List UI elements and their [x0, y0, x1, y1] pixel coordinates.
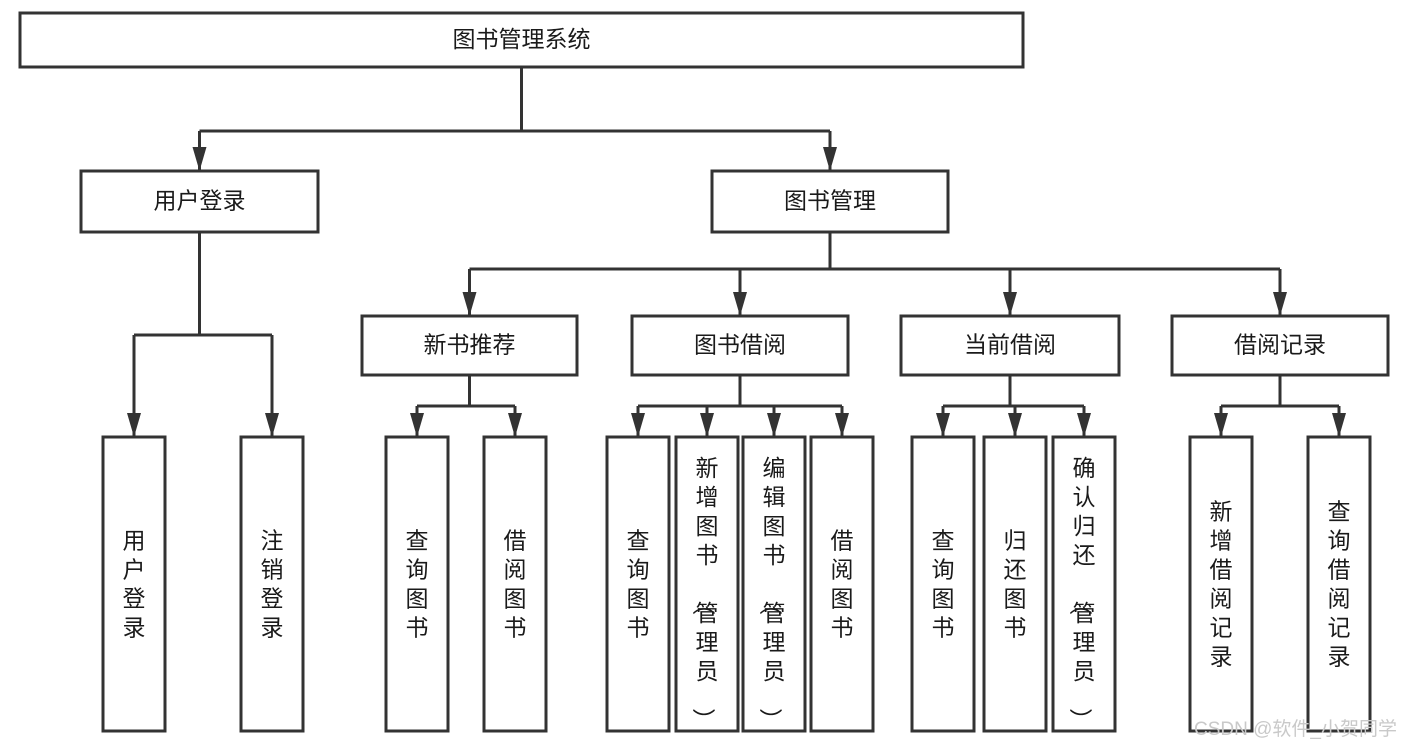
node-leaf-query-record[interactable]: 查询借阅记录	[1306, 435, 1372, 733]
node-leaf-user-login-box[interactable]	[101, 435, 167, 733]
node-current-borrow-box[interactable]	[899, 314, 1121, 377]
node-user-login[interactable]: 用户登录	[79, 169, 320, 234]
node-leaf-query-book-1-label: 查询图书	[406, 528, 429, 641]
node-leaf-return-book-box[interactable]	[982, 435, 1048, 733]
node-new-book-rec-box[interactable]	[360, 314, 579, 377]
node-user-login-box[interactable]	[79, 169, 320, 234]
node-leaf-query-book-2[interactable]: 查询图书	[605, 435, 671, 733]
node-leaf-user-login[interactable]: 用户登录	[101, 435, 167, 733]
edge-bookborrow-to-leaves-arrow-0	[631, 413, 645, 437]
node-leaf-edit-book[interactable]: 编辑图书（管理员）	[741, 435, 807, 733]
node-borrow-record-label: 借阅记录	[1234, 332, 1326, 358]
node-leaf-borrow-book-2-label: 借阅图书	[831, 528, 854, 641]
edge-bookborrow-to-leaves-arrow-2	[767, 413, 781, 437]
node-user-login-label: 用户登录	[154, 188, 246, 214]
node-current-borrow[interactable]: 当前借阅	[899, 314, 1121, 377]
node-leaf-query-record-label: 查询借阅记录	[1328, 499, 1351, 670]
node-leaf-borrow-book-1-box[interactable]	[482, 435, 548, 733]
edge-borrowrecord-to-leaves-arrow-1	[1332, 413, 1346, 437]
node-leaf-query-record-box[interactable]	[1306, 435, 1372, 733]
node-leaf-edit-book-label: 编辑图书（管理员）	[758, 455, 786, 731]
edge-root-to-level2-arrow-0	[192, 147, 207, 171]
node-borrow-record[interactable]: 借阅记录	[1170, 314, 1390, 377]
edge-currentborrow-to-leaves-arrow-0	[936, 413, 950, 437]
node-borrow-record-box[interactable]	[1170, 314, 1390, 377]
node-new-book-rec-label: 新书推荐	[424, 332, 516, 358]
edge-bookmanage-to-level3-arrow-3	[1273, 292, 1287, 316]
node-root-root-box[interactable]	[18, 11, 1025, 69]
node-leaf-logout-label: 注销登录	[261, 528, 284, 641]
node-leaf-borrow-book-2-box[interactable]	[809, 435, 875, 733]
edge-bookmanage-to-level3-arrow-1	[733, 292, 747, 316]
edge-newbook-to-leaves-arrow-1	[508, 413, 522, 437]
edge-bookmanage-to-level3-arrow-0	[462, 292, 477, 316]
node-leaf-add-book[interactable]: 新增图书（管理员）	[674, 435, 740, 733]
edge-currentborrow-to-leaves-arrow-2	[1077, 413, 1091, 437]
node-book-borrow-label: 图书借阅	[694, 332, 786, 358]
node-leaf-query-book-1-box[interactable]	[384, 435, 450, 733]
node-root-root[interactable]: 图书管理系统	[18, 11, 1025, 69]
node-leaf-logout[interactable]: 注销登录	[239, 435, 305, 733]
node-book-borrow[interactable]: 图书借阅	[630, 314, 850, 377]
connectors-layer	[127, 67, 1346, 437]
node-leaf-add-book-label: 新增图书（管理员）	[691, 455, 719, 731]
node-leaf-add-record-label: 新增借阅记录	[1210, 499, 1233, 670]
node-leaf-confirm-ret-box[interactable]	[1051, 435, 1117, 733]
node-leaf-add-book-box[interactable]	[674, 435, 740, 733]
node-book-manage-box[interactable]	[710, 169, 950, 234]
node-leaf-confirm-ret-label: 确认归还（管理员）	[1068, 455, 1096, 731]
node-current-borrow-label: 当前借阅	[964, 332, 1056, 358]
nodes-layer: 图书管理系统用户登录图书管理新书推荐图书借阅当前借阅借阅记录用户登录注销登录查询…	[18, 11, 1390, 733]
node-new-book-rec[interactable]: 新书推荐	[360, 314, 579, 377]
node-leaf-query-book-2-box[interactable]	[605, 435, 671, 733]
node-book-borrow-box[interactable]	[630, 314, 850, 377]
node-book-manage-label: 图书管理	[784, 188, 876, 214]
node-leaf-borrow-book-2[interactable]: 借阅图书	[809, 435, 875, 733]
node-leaf-query-book-2-label: 查询图书	[627, 528, 650, 641]
node-leaf-query-book-3[interactable]: 查询图书	[910, 435, 976, 733]
csdn-watermark: CSDN @软件_小贺同学	[1194, 719, 1397, 740]
edge-borrowrecord-to-leaves-arrow-0	[1214, 413, 1228, 437]
node-leaf-edit-book-box[interactable]	[741, 435, 807, 733]
node-leaf-user-login-label: 用户登录	[123, 528, 146, 641]
edge-root-to-level2-arrow-1	[823, 147, 837, 171]
edge-currentborrow-to-leaves-arrow-1	[1008, 413, 1022, 437]
node-leaf-confirm-ret[interactable]: 确认归还（管理员）	[1051, 435, 1117, 733]
node-leaf-query-book-3-label: 查询图书	[932, 528, 955, 641]
edge-userlogin-to-leaves-arrow-0	[127, 413, 141, 437]
node-leaf-logout-box[interactable]	[239, 435, 305, 733]
edge-bookmanage-to-level3-arrow-2	[1003, 292, 1017, 316]
node-leaf-query-book-1[interactable]: 查询图书	[384, 435, 450, 733]
node-book-manage[interactable]: 图书管理	[710, 169, 950, 234]
node-leaf-borrow-book-1-label: 借阅图书	[504, 528, 527, 641]
edge-newbook-to-leaves-arrow-0	[410, 413, 424, 437]
node-leaf-return-book-label: 归还图书	[1004, 528, 1027, 641]
node-leaf-borrow-book-1[interactable]: 借阅图书	[482, 435, 548, 733]
edge-userlogin-to-leaves-arrow-1	[265, 413, 279, 437]
node-leaf-query-book-3-box[interactable]	[910, 435, 976, 733]
edge-bookborrow-to-leaves-arrow-1	[700, 413, 714, 437]
node-leaf-return-book[interactable]: 归还图书	[982, 435, 1048, 733]
edge-bookborrow-to-leaves-arrow-3	[835, 413, 849, 437]
node-leaf-add-record-box[interactable]	[1188, 435, 1254, 733]
node-leaf-add-record[interactable]: 新增借阅记录	[1188, 435, 1254, 733]
node-root-root-label: 图书管理系统	[453, 26, 591, 52]
